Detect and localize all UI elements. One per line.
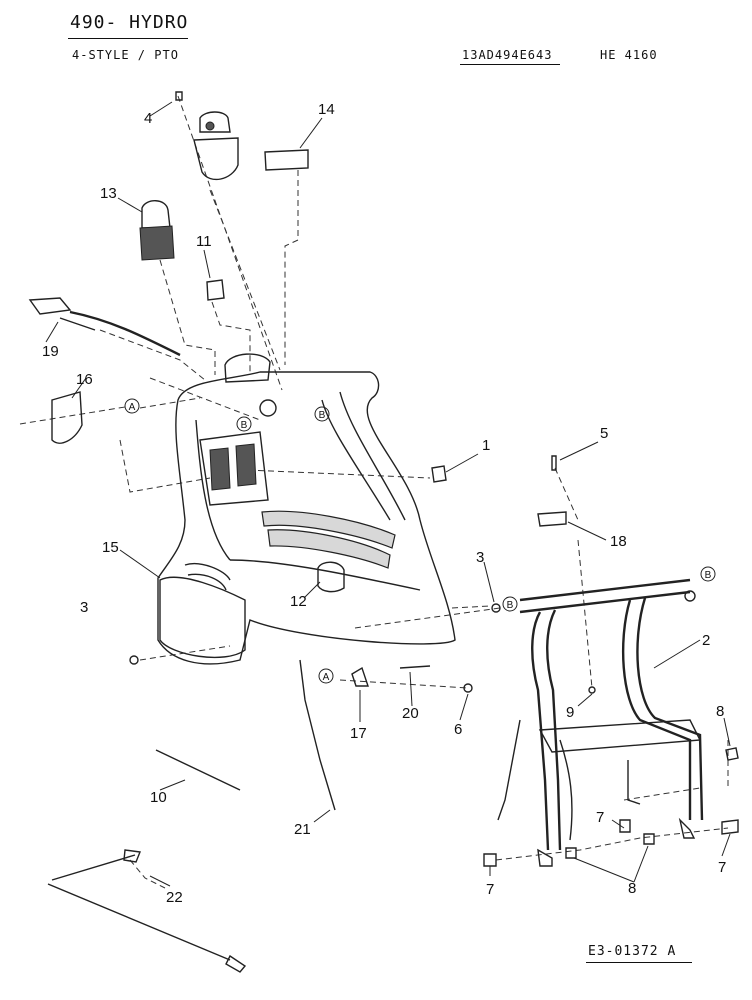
pto-switch-assembly	[139, 91, 567, 527]
part-label-3b: 3	[80, 599, 88, 616]
diagram-title: 490- HYDRO	[70, 12, 189, 33]
part-label-14: 14	[318, 101, 335, 118]
part-label-20: 20	[402, 705, 419, 722]
leader-lines	[45, 101, 731, 887]
model-code: HE 4160	[600, 48, 658, 62]
part-label-13: 13	[100, 185, 117, 202]
part-label-6: 6	[454, 721, 462, 738]
part-label-2: 2	[702, 632, 710, 649]
model-number: 13AD494E643	[462, 48, 553, 62]
part-label-19: 19	[42, 343, 59, 360]
part-label-9: 9	[566, 704, 574, 721]
part-label-3a: 3	[476, 549, 484, 566]
part-label-5: 5	[600, 425, 608, 442]
diagram-subtitle: 4-STYLE / PTO	[72, 48, 179, 62]
part-label-7b: 7	[486, 881, 494, 898]
dash-panel-body	[157, 353, 456, 665]
callout-a-2: A	[323, 672, 330, 683]
hardware-fasteners	[129, 561, 739, 867]
callout-b-1: B	[241, 420, 248, 431]
part-number-labels: 1 2 3 3 4 5 6 7 7 7 8 8 9 10 11 12 13 14…	[42, 101, 726, 906]
part-label-11: 11	[196, 233, 212, 250]
part-label-1: 1	[482, 437, 490, 454]
part-label-8b: 8	[628, 880, 636, 897]
title-underline	[68, 38, 188, 39]
drawing-reference: E3-01372 A	[588, 944, 677, 959]
callout-b-3: B	[507, 600, 514, 611]
callout-markers: A A B B B B	[124, 398, 716, 684]
drawing-reference-underline	[586, 962, 692, 963]
part-label-15: 15	[102, 539, 119, 556]
part-label-16: 16	[76, 371, 93, 388]
part-label-18: 18	[610, 533, 627, 550]
part-label-7c: 7	[718, 859, 726, 876]
part-label-7a: 7	[596, 809, 604, 826]
part-label-12: 12	[290, 593, 307, 610]
callout-a-1: A	[129, 402, 136, 413]
throttle-cable-assembly	[28, 297, 336, 973]
model-number-underline	[460, 64, 560, 65]
dash-support-frame	[497, 578, 704, 867]
callout-b-4: B	[705, 570, 712, 581]
part-label-17: 17	[350, 725, 367, 742]
part-label-4: 4	[144, 110, 152, 127]
part-label-21: 21	[294, 821, 311, 838]
part-label-22: 22	[166, 889, 183, 906]
part-label-8a: 8	[716, 703, 724, 720]
callout-b-2: B	[319, 410, 326, 421]
part-label-10: 10	[150, 789, 167, 806]
assembly-lines	[19, 95, 729, 889]
